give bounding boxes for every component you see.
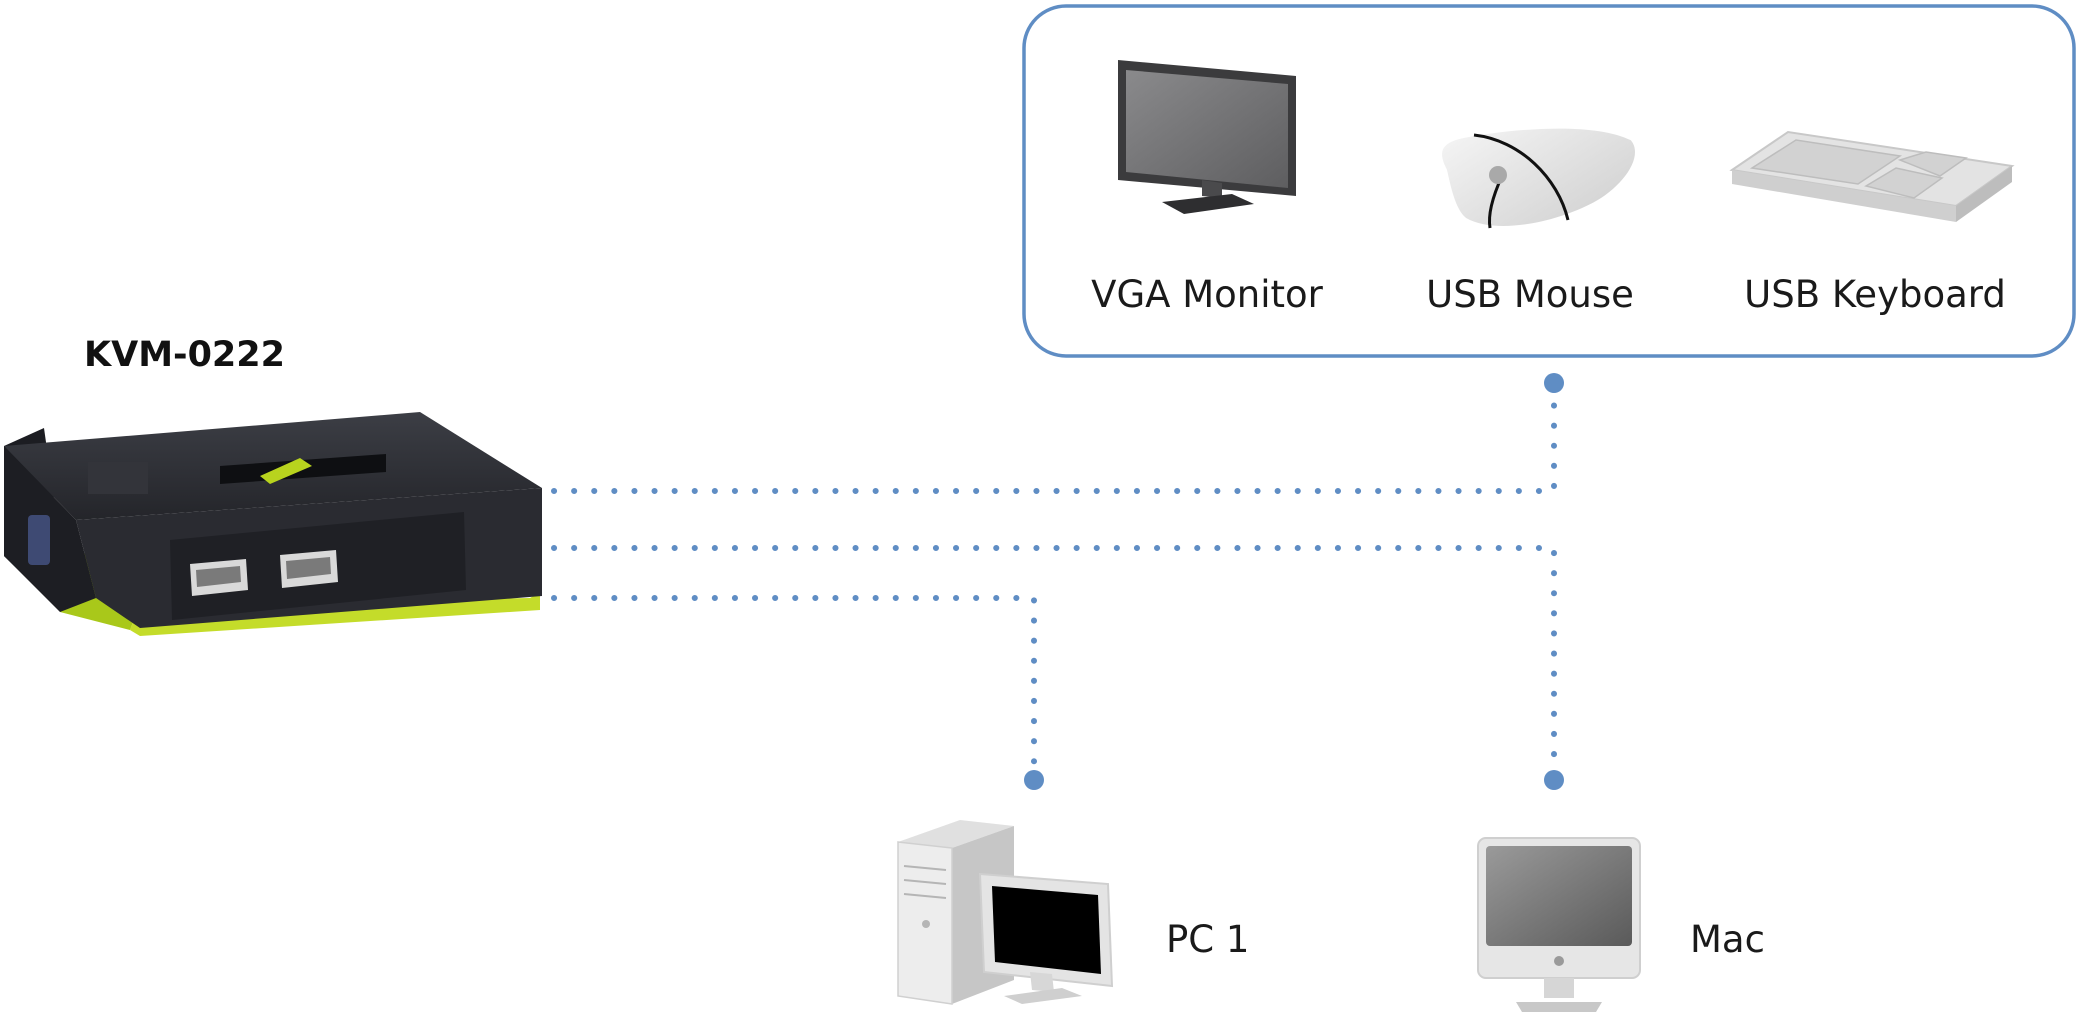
pc-icon <box>897 820 1114 1005</box>
computer-label-mac: Mac <box>1690 918 1765 961</box>
mac-icon <box>1477 837 1641 1012</box>
junction-node-peripherals <box>1544 373 1564 393</box>
kvm-switch-icon <box>4 412 542 636</box>
connection-link-pc1 <box>551 595 1037 765</box>
connection-link-monitor <box>551 389 1557 494</box>
connection-link-mac <box>551 545 1557 765</box>
keyboard-icon <box>1729 130 2015 222</box>
monitor-icon <box>1118 60 1296 214</box>
device-title: KVM-0222 <box>84 335 285 375</box>
junction-node-pc1 <box>1024 770 1044 790</box>
peripheral-label-usb-mouse: USB Mouse <box>1426 273 1634 316</box>
mouse-icon <box>1442 128 1636 229</box>
computer-label-pc1: PC 1 <box>1166 918 1249 961</box>
junction-node-mac <box>1544 770 1564 790</box>
peripheral-label-vga-monitor: VGA Monitor <box>1091 273 1323 316</box>
peripheral-label-usb-keyboard: USB Keyboard <box>1744 273 2006 316</box>
